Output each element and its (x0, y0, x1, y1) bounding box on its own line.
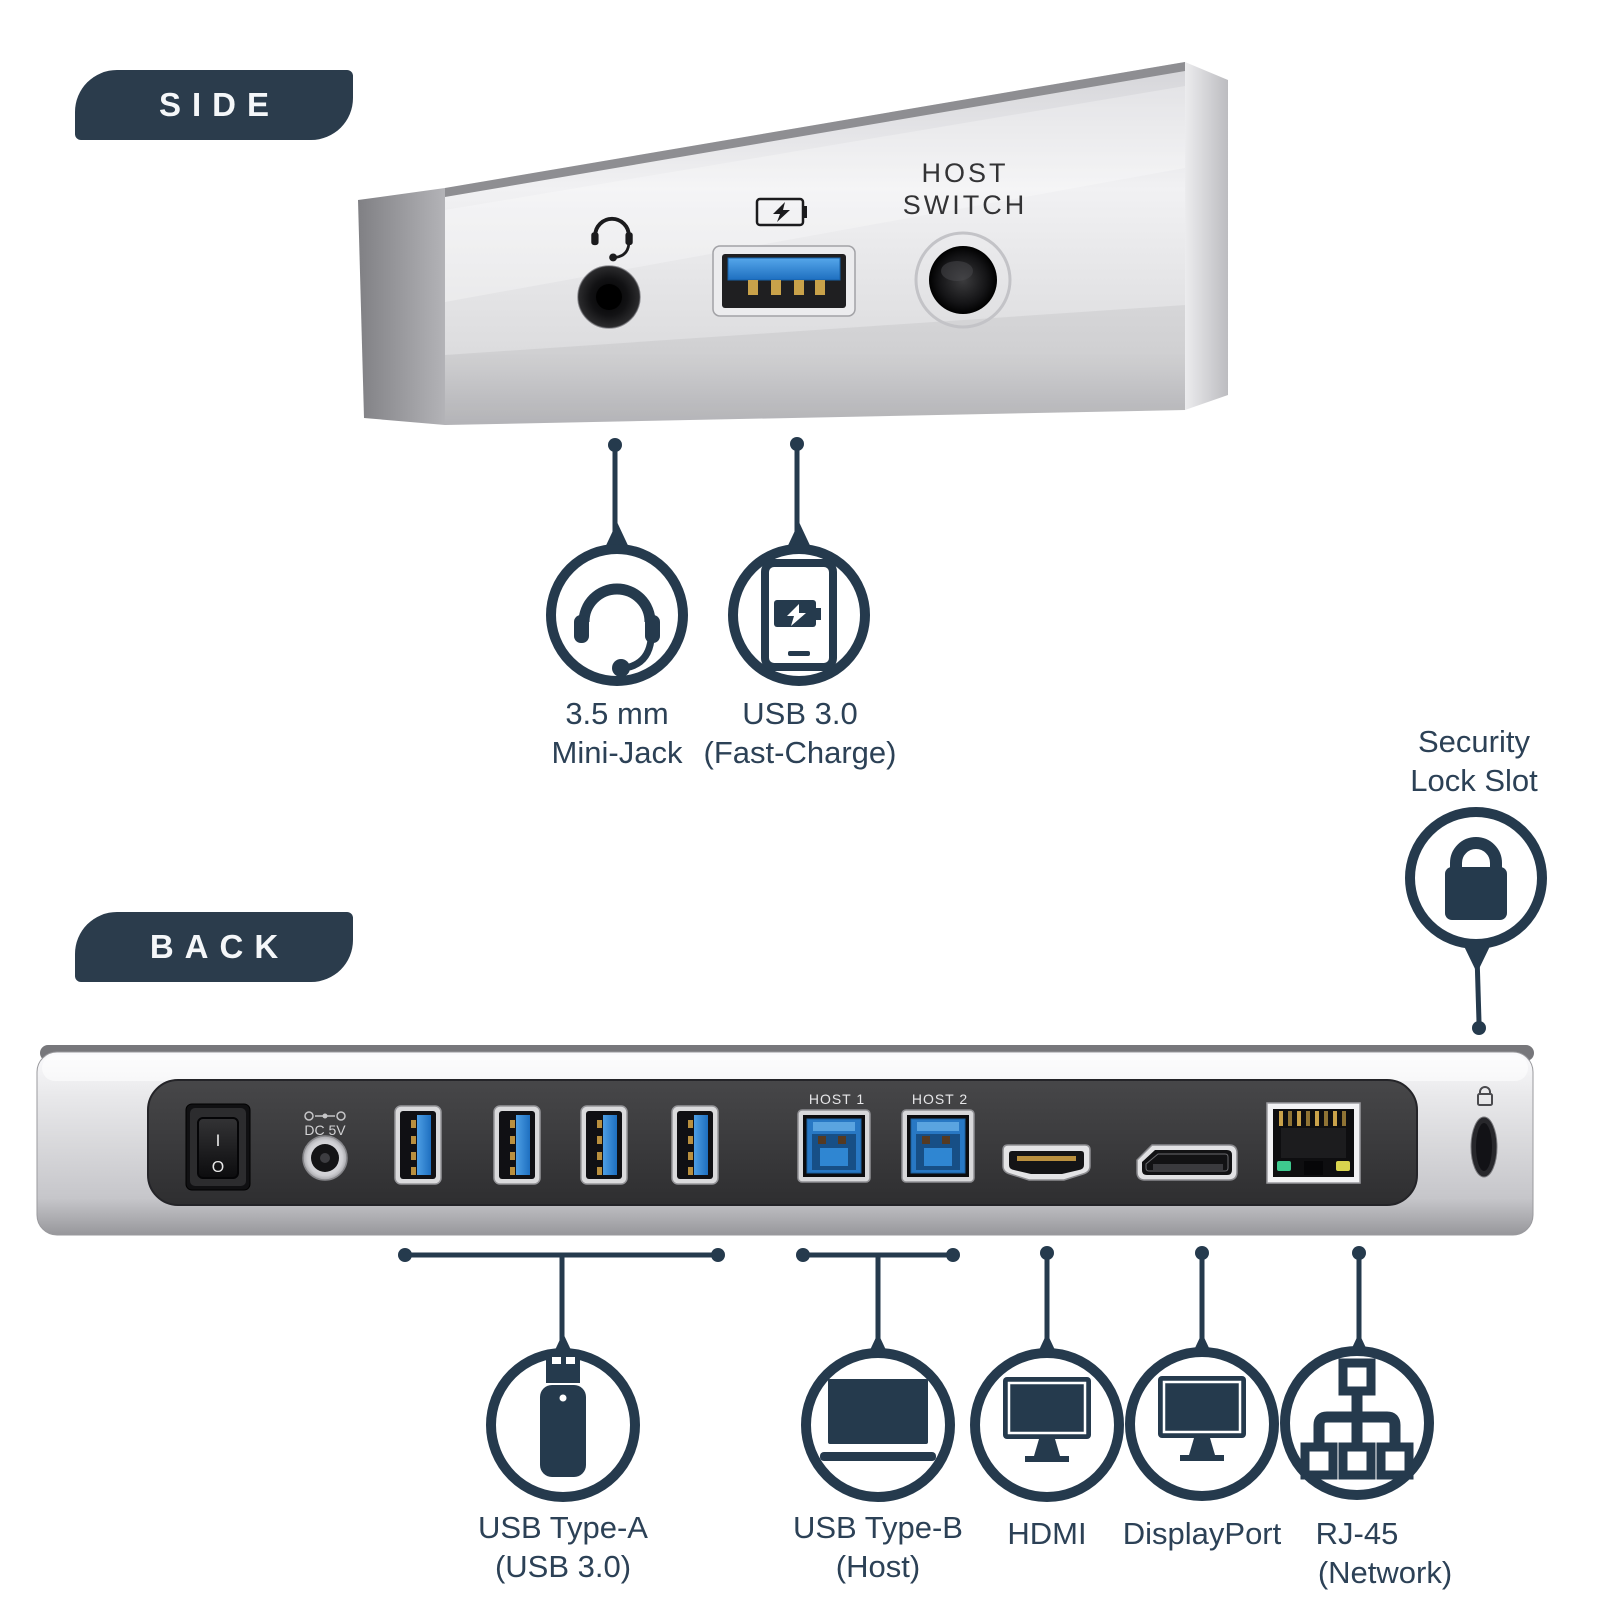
rj45-label-line2: (Network) (1317, 1555, 1453, 1590)
usb-type-a-label: USB Type-A (USB 3.0) (477, 1510, 648, 1584)
dock-side-top-edge (445, 62, 1185, 197)
host-switch-label-line2: SWITCH (903, 190, 1027, 220)
dock-side-front-face (445, 62, 1185, 425)
displayport-port (1136, 1144, 1238, 1181)
usb-a-port-2 (493, 1105, 541, 1185)
hdmi-callout (970, 1246, 1124, 1502)
dock-back-port-panel (147, 1079, 1418, 1206)
rj45-callout (1280, 1246, 1434, 1500)
headset-icon (574, 583, 660, 677)
usb-flash-drive-icon (540, 1351, 586, 1477)
hdmi-label: HDMI (1007, 1516, 1087, 1551)
usb-fast-charge-port (712, 245, 856, 317)
mini-jack-callout (546, 438, 688, 686)
dc-polarity-icon (304, 1111, 346, 1121)
audio-jack-port (577, 265, 641, 329)
dc-power-jack: DC 5V (302, 1111, 348, 1181)
security-lock-label: Security Lock Slot (1410, 724, 1538, 798)
usb-a-port-1 (394, 1105, 442, 1185)
usb-type-b-callout (796, 1248, 960, 1502)
power-switch: I O (185, 1103, 251, 1191)
monitor-icon (1003, 1377, 1091, 1462)
dc-5v-label: DC 5V (304, 1122, 346, 1138)
usb-fast-charge-callout (728, 437, 870, 686)
lock-slot-glyph (1477, 1086, 1493, 1106)
usb-a-port-4 (671, 1105, 719, 1185)
network-tree-icon (1300, 1358, 1414, 1480)
host1-label: HOST 1 (809, 1091, 865, 1107)
dock-back-view: I O DC 5V (36, 1045, 1534, 1236)
host-switch-label-line1: HOST (921, 158, 1008, 188)
rj45-green-led (1277, 1161, 1291, 1171)
mini-jack-label: 3.5 mm Mini-Jack (551, 696, 683, 770)
battery-charge-glyph (755, 197, 807, 227)
displayport-label: DisplayPort (1122, 1516, 1282, 1551)
lock-icon (1445, 837, 1507, 920)
displayport-callout (1125, 1246, 1279, 1501)
monitor-icon (1158, 1376, 1246, 1461)
rj45-yellow-led (1336, 1161, 1350, 1171)
power-switch-on-mark: I (216, 1131, 221, 1150)
power-switch-off-mark: O (212, 1159, 224, 1176)
usb-fast-charge-label: USB 3.0 (Fast-Charge) (703, 696, 897, 770)
dock-side-left-facet (358, 188, 445, 425)
hdmi-port (1002, 1144, 1091, 1181)
usb-b-host1-port (797, 1109, 871, 1183)
usb-b-host2-port (901, 1109, 975, 1183)
usb-type-a-callout (398, 1248, 725, 1502)
dock-side-right-facet (1185, 62, 1228, 410)
host-switch-button (914, 231, 1012, 329)
side-section-badge: SIDE (75, 70, 353, 140)
usb-type-b-label: USB Type-B (Host) (792, 1510, 963, 1584)
rj45-label: RJ-45 (1315, 1516, 1399, 1551)
dock-side-view: HOST SWITCH (358, 62, 1228, 425)
security-callout-graphics (1405, 807, 1547, 1035)
security-lock-slot (1470, 1116, 1498, 1178)
back-callout-graphics (398, 1246, 1434, 1502)
side-callout-graphics (546, 437, 870, 686)
rj45-port (1266, 1102, 1361, 1184)
phone-charging-icon (761, 559, 837, 671)
headset-glyph (591, 216, 633, 262)
laptop-icon (820, 1379, 936, 1461)
host2-label: HOST 2 (912, 1091, 968, 1107)
usb-a-port-3 (580, 1105, 628, 1185)
back-section-badge: BACK (75, 912, 353, 982)
